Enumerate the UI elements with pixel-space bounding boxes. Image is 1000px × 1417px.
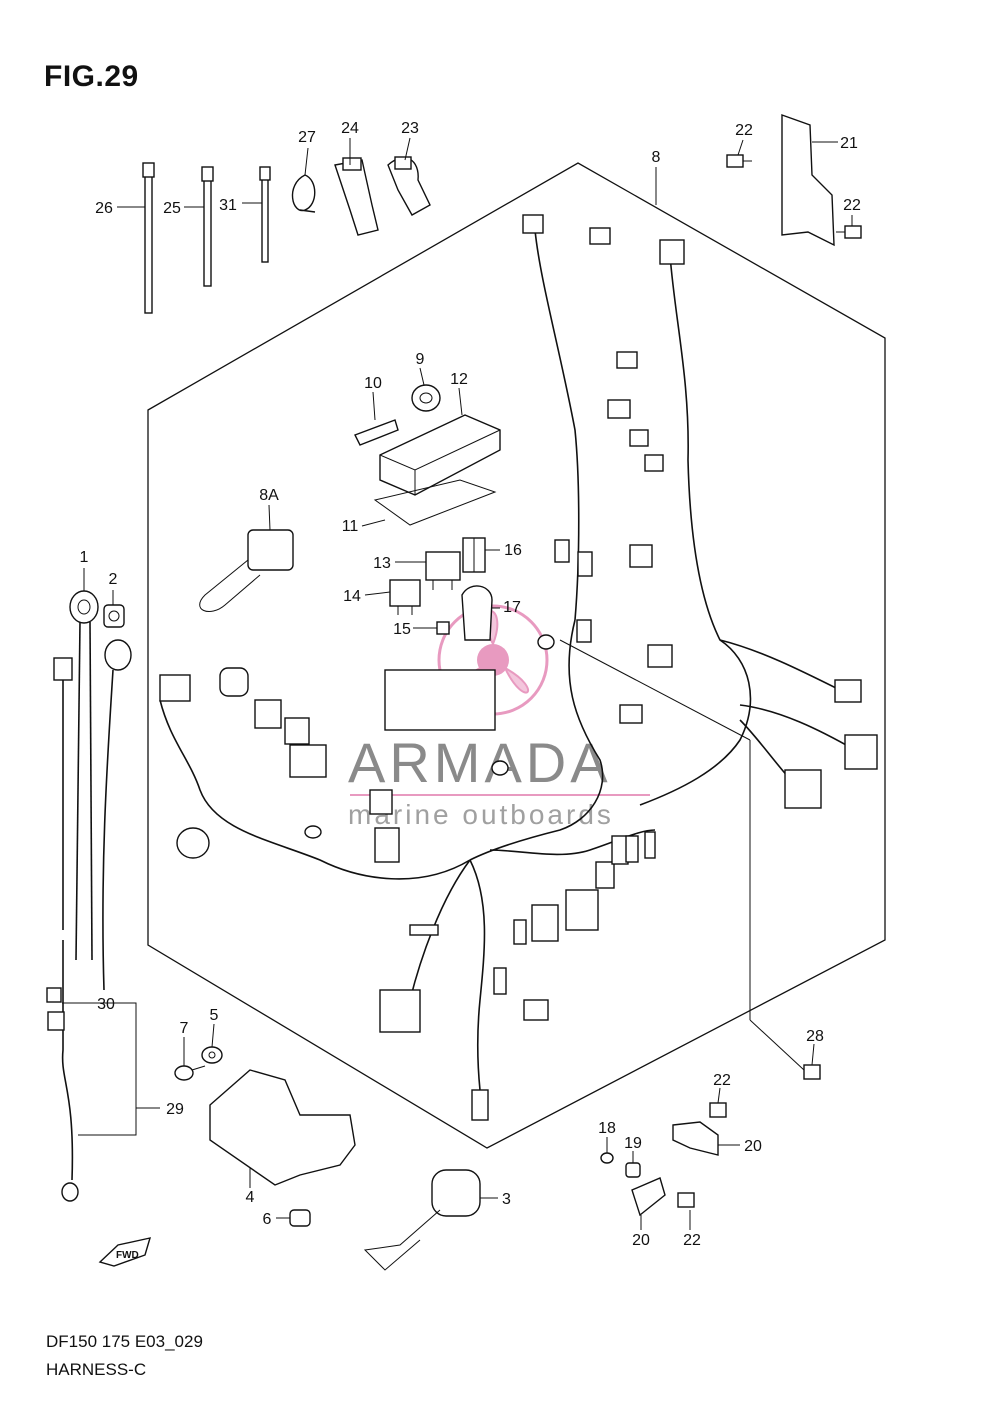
fuse-box-cover-12	[379, 414, 501, 496]
clamp-27	[291, 174, 316, 213]
cable-tie-25	[201, 166, 214, 287]
callout-13: 13	[373, 555, 391, 572]
callout-6: 6	[263, 1211, 272, 1228]
callout-31: 31	[219, 197, 237, 214]
grommet-9	[411, 384, 441, 412]
leader-bracket-29-30	[62, 1002, 137, 1136]
callout-22-bottom: 22	[683, 1232, 701, 1249]
callout-22-right: 22	[843, 197, 861, 214]
callout-5: 5	[210, 1007, 219, 1024]
relay-14	[389, 579, 421, 615]
callout-2: 2	[109, 571, 118, 588]
clamp-23	[387, 156, 431, 216]
callout-27: 27	[298, 129, 316, 146]
cap-17	[461, 585, 493, 641]
plate-20-upper	[672, 1121, 719, 1156]
harness-connectors	[159, 214, 878, 1121]
callout-24: 24	[341, 120, 359, 137]
harness-group-outline	[147, 162, 886, 1149]
fuse-30	[46, 987, 65, 1031]
callout-7: 7	[180, 1020, 189, 1037]
callout-14: 14	[343, 588, 361, 605]
callout-10: 10	[364, 375, 382, 392]
screw-28	[749, 1019, 821, 1080]
seal-11	[373, 479, 497, 526]
bracket-21	[781, 114, 835, 247]
callout-21: 21	[840, 135, 858, 152]
callout-20-right: 20	[744, 1138, 762, 1155]
grommet-6	[289, 1209, 311, 1227]
fuse-15	[436, 621, 450, 635]
callout-12: 12	[450, 371, 468, 388]
figure-name: HARNESS-C	[46, 1360, 147, 1379]
clamp-24	[334, 157, 379, 236]
bolt-22-lower	[677, 1192, 695, 1208]
callout-8a: 8A	[259, 487, 279, 504]
callout-18: 18	[598, 1120, 616, 1137]
cable-tie-26	[142, 162, 155, 314]
callout-15: 15	[393, 621, 411, 638]
bolt-7	[174, 1065, 206, 1081]
callout-8: 8	[652, 149, 661, 166]
callout-30: 30	[97, 996, 115, 1013]
plate-20-lower	[631, 1177, 666, 1217]
cap-8a	[199, 529, 294, 613]
figure-code: DF150 175 E03_029	[46, 1332, 203, 1351]
callout-22-mid: 22	[713, 1072, 731, 1089]
fuse-16	[462, 537, 486, 573]
cap-3	[363, 1169, 481, 1271]
callout-leaders	[83, 137, 853, 1230]
callout-28: 28	[806, 1028, 824, 1045]
battery-terminal-1	[69, 590, 99, 961]
callout-29: 29	[166, 1101, 184, 1118]
fwd-arrow-icon: FWD	[98, 1237, 152, 1267]
bracket-4	[209, 1069, 356, 1186]
washer-18	[600, 1152, 614, 1164]
bolt-22-right	[836, 225, 862, 239]
fwd-label: FWD	[116, 1250, 139, 1261]
callout-9: 9	[416, 351, 425, 368]
callout-16: 16	[504, 542, 522, 559]
callout-17: 17	[503, 599, 521, 616]
nut-19	[625, 1162, 641, 1178]
figure-title: FIG.29	[44, 60, 139, 93]
callout-20-bottom: 20	[632, 1232, 650, 1249]
bolt-22-upper	[726, 154, 752, 168]
main-harness-8	[159, 229, 856, 1091]
callout-11: 11	[342, 518, 359, 535]
callout-25: 25	[163, 200, 181, 217]
callout-19: 19	[624, 1135, 642, 1152]
callout-23: 23	[401, 120, 419, 137]
callout-3: 3	[502, 1191, 511, 1208]
callout-22-top: 22	[735, 122, 753, 139]
nut-2	[103, 604, 125, 628]
watermark-brand: ARMADA	[348, 731, 612, 794]
wire-29	[53, 657, 79, 1202]
washer-5	[201, 1046, 223, 1064]
callout-4: 4	[246, 1189, 255, 1206]
callout-1: 1	[80, 549, 89, 566]
battery-terminal-cable	[102, 639, 132, 991]
bolt-22-mid	[709, 1102, 727, 1118]
callout-labels: 1 2 3 4 5 6 7 8 8A 9 10 11 12 13 14 15 1…	[80, 120, 861, 1249]
clip-10	[354, 419, 399, 446]
relay-13	[425, 551, 461, 590]
callout-26: 26	[95, 200, 113, 217]
cable-tie-31	[259, 166, 271, 263]
